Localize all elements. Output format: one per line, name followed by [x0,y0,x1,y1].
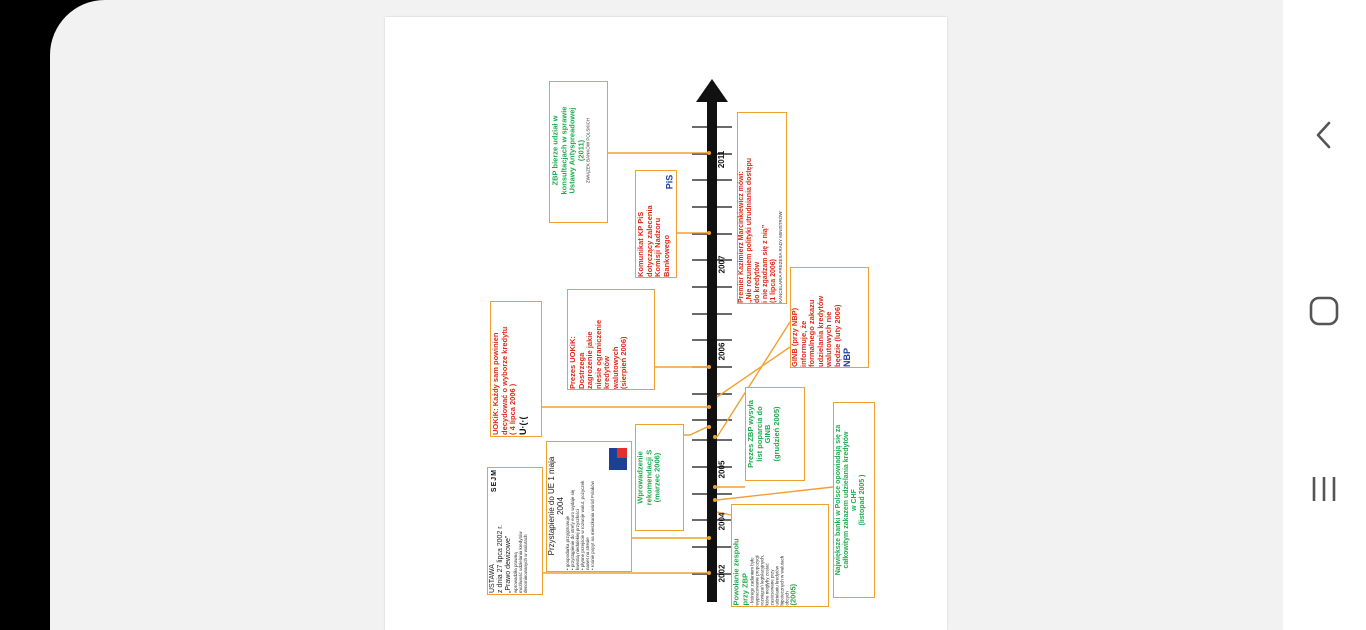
powolanie-text: Powołanie zespołu przy ZBP [731,538,750,606]
rekomendacja-text: Wprowadzenie rekomendacji S (marzec 2006… [635,449,662,506]
uokik-logo: U·(·( [517,416,528,436]
year-label-2011: 2011 [717,150,727,169]
event-box-uokik-kazdy: UOKiK: Każdy sam powinien decydować o wy… [490,301,542,437]
zbp-konsultacje-text: ZBP bierze udział w konsultacjach w spra… [550,106,586,195]
zbp-logo-label: ZWIĄZEK BANKÓW POLSKICH [585,117,591,184]
event-box-prezes-zbp: Prezes ZBP wysyła list poparcia do GINB … [745,387,805,481]
pis-logo: PiS [664,174,675,190]
back-button[interactable] [1299,110,1349,160]
chevron-left-icon [1316,121,1331,149]
event-box-ue-accession: Przystąpienie do UE 1 maja 2004 • gospod… [546,441,632,572]
year-label-2007: 2007 [717,255,727,274]
prezes-zbp-text: Prezes ZBP wysyła list poparcia do GINB … [746,400,781,468]
eu-flag-icon [609,448,627,470]
timeline-arrow [696,79,728,102]
sejm-logo: SEJM [491,469,498,493]
powolanie-year: (2005) [788,583,798,606]
event-box-premier: Premier Kazimierz Marcinkiewicz mówi: „N… [737,112,787,304]
event-box-rekomendacja-s: Wprowadzenie rekomendacji S (marzec 2006… [635,424,684,531]
year-label-2005: 2005 [717,460,727,479]
timeline-connectors [527,152,834,574]
ue-title: Przystąpienie do UE 1 maja 2004 [547,456,565,556]
year-label-2004: 2004 [717,512,727,531]
event-box-kp-pis: Komunikat KP PiS dotyczący zalecenia Kom… [635,170,677,278]
event-box-ustawa: USTAWA z dnia 27 lipca 2002 r. „Prawo de… [487,467,543,595]
system-navigation-bar [1283,0,1366,630]
home-button[interactable] [1299,286,1349,336]
najwieksze-text: Największe banki w Polsce opowiadają się… [835,424,866,576]
event-box-ginb: GINB (przy NBP) informuje, że formalnego… [790,267,869,368]
year-label-2006: 2006 [717,342,727,361]
timeline-ticks [692,126,732,575]
timeline-graphic [527,79,834,602]
ue-detail: • gospodarka przygotowuje • przystąpieni… [565,480,595,570]
three-bars-icon [1312,477,1336,501]
powolanie-detail: - którego zadaniem było wypracowanie pro… [749,554,790,606]
nbp-logo: NBP [842,347,852,367]
year-label-2002: 2002 [717,564,727,583]
event-box-powolanie: Powołanie zespołu przy ZBP - którego zad… [731,504,829,607]
premier-text: Premier Kazimierz Marcinkiewicz mówi: „N… [738,157,777,303]
ginb-text: GINB (przy NBP) informuje, że formalnego… [790,295,842,367]
event-box-najwieksze-banki: Największe banki w Polsce opowiadają się… [833,402,875,598]
recents-button[interactable] [1299,464,1349,514]
prezes-uokik-text: Prezes UOKiK: Dostrzega zagrożenie jakie… [568,319,628,389]
uokik-kazdy-text: UOKiK: Każdy sam powinien decydować o wy… [491,326,517,435]
event-box-zbp-konsultacje: ZBP bierze udział w konsultacjach w spra… [549,81,608,223]
event-box-prezes-uokik: Prezes UOKiK: Dostrzega zagrożenie jakie… [567,289,655,390]
rounded-square-icon [1309,296,1339,326]
timeline-axis [707,102,717,602]
timeline-dots [707,151,717,575]
document-page: 2002 2004 2005 2006 2007 2011 USTAWA z d… [385,17,947,630]
ustawa-detail: wprowadziła prawną możliwość udzielania … [513,531,528,593]
kprm-label: KANCELARIA PREZESA RADY MINISTRÓW [778,211,783,303]
